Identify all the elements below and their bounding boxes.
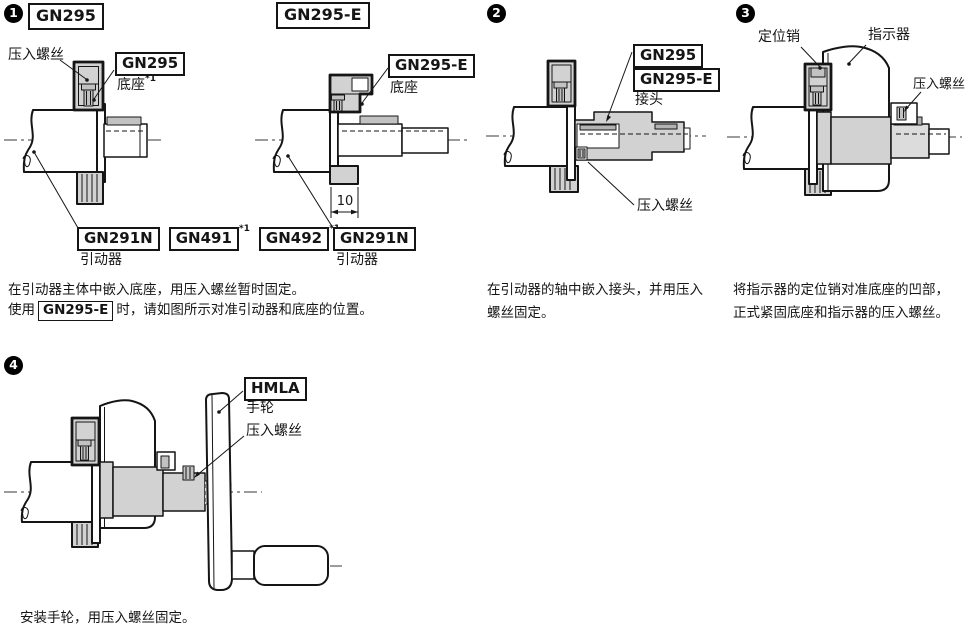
- handle-stub: [231, 550, 255, 580]
- leader-line: [33, 151, 79, 229]
- shaft-break-loop: [20, 498, 29, 520]
- shaft: [830, 116, 892, 165]
- handwheel-label: 手轮: [246, 400, 274, 416]
- flange: [566, 99, 576, 181]
- shaft-key: [106, 116, 142, 126]
- actuator-body: [272, 109, 331, 173]
- leader-line: [587, 161, 635, 206]
- shaft-break-loop: [272, 146, 281, 168]
- caption-text: 时，请如图所示对准引动器和底座的位置。: [116, 302, 373, 319]
- knurled-block: [76, 171, 104, 205]
- part-box-gn291n-e: GN291N: [333, 227, 416, 252]
- part-box-gn492: GN492*1: [258, 224, 340, 252]
- part-box-gn291n: GN291N: [77, 227, 160, 252]
- leader-line: [195, 435, 245, 477]
- actuator-body: [22, 109, 101, 173]
- flange: [91, 454, 101, 544]
- step2-caption-line2: 螺丝固定。: [487, 305, 555, 321]
- step4-drawing: [4, 390, 342, 591]
- actuator-body: [20, 461, 93, 523]
- actuator-body: [742, 106, 810, 170]
- leader-line: [361, 67, 389, 104]
- press-screw: [333, 99, 343, 112]
- press-screw-label: 压入螺丝: [637, 198, 693, 214]
- step3-caption-line1: 将指示器的定位销对准底座的凹部，: [733, 282, 949, 298]
- part-box-gn491: GN491*1: [168, 224, 250, 252]
- press-screw: [577, 148, 586, 159]
- positioning-pin-label: 定位销: [758, 29, 800, 45]
- flange: [808, 99, 818, 185]
- press-screw: [896, 106, 907, 121]
- indicator-label: 指示器: [868, 27, 910, 43]
- step1-header-gn295: GN295: [28, 3, 104, 31]
- actuator-label-e: 引动器: [336, 252, 378, 268]
- press-screw-head: [81, 83, 96, 91]
- positioning-pin: [810, 67, 826, 78]
- press-screw-head: [331, 94, 345, 101]
- step3-caption-line2: 正式紧固底座和指示器的压入螺丝。: [733, 305, 949, 321]
- callout-box-gn295: GN295: [115, 52, 186, 77]
- leader-line: [93, 69, 115, 100]
- handle-grip: [253, 545, 329, 586]
- press-screw-label: 压入螺丝: [913, 77, 966, 92]
- shaft-break-loop: [503, 142, 512, 164]
- press-screw: [182, 465, 195, 481]
- step2-caption-line1: 在引动器的轴中嵌入接头，并用压入: [487, 282, 703, 298]
- shaft-end: [401, 127, 449, 154]
- shaft-step: [890, 123, 930, 159]
- step2-number: 2: [487, 4, 506, 23]
- press-screw-label: 压入螺丝: [246, 423, 302, 439]
- step1-number: 1: [4, 4, 23, 23]
- caption-text: 使用: [8, 302, 35, 319]
- shaft-break-loop: [742, 143, 751, 165]
- step1-header-gn295e: GN295-E: [276, 2, 370, 30]
- callout-box-gn295-joint: GN295: [633, 44, 704, 69]
- step3-number: 3: [736, 4, 755, 23]
- step1-gn295-drawing: [4, 59, 163, 229]
- press-screw: [83, 89, 94, 107]
- joint-label: 接头: [635, 92, 663, 108]
- shaft-collar: [816, 111, 832, 165]
- base-label-e: 底座: [390, 80, 418, 96]
- step4-caption: 安装手轮，用压入螺丝固定。: [20, 610, 196, 626]
- leader-line: [848, 44, 867, 64]
- base-label: 底座*1: [117, 74, 156, 93]
- caption-part-box: GN295-E: [38, 301, 114, 321]
- shaft: [337, 123, 403, 157]
- callout-box-hmla: HMLA: [244, 377, 307, 402]
- leader-line: [606, 51, 633, 120]
- actuator-label: 引动器: [80, 252, 122, 268]
- step2-drawing: [486, 51, 706, 206]
- dimension-10: 10: [336, 194, 354, 209]
- shaft-key: [359, 115, 399, 125]
- shaft-break-loop: [22, 146, 31, 168]
- callout-box-gn295e: GN295-E: [388, 54, 475, 79]
- callout-box-gn295e-joint: GN295-E: [633, 68, 720, 93]
- leader-line: [59, 59, 87, 80]
- shaft: [103, 123, 148, 158]
- shaft-tip: [928, 128, 950, 155]
- step4-number: 4: [4, 356, 23, 375]
- bottom-flange-block: [329, 165, 359, 185]
- step1-caption-line1: 在引动器主体中嵌入底座，用压入螺丝暂时固定。: [8, 282, 305, 298]
- leader-line: [219, 390, 244, 412]
- step3-drawing: [727, 44, 962, 196]
- step1-gn295e-drawing: [255, 67, 468, 229]
- shaft: [112, 466, 164, 517]
- handwheel-plate: [205, 392, 233, 591]
- step1-caption-line2: 使用 GN295-E 时，请如图所示对准引动器和底座的位置。: [8, 301, 373, 321]
- shaft-collar: [99, 461, 114, 519]
- press-screw-label: 压入螺丝: [8, 47, 64, 63]
- leader-line: [800, 46, 821, 68]
- leader-line: [287, 155, 334, 229]
- actuator-part-boxes: GN291N GN491*1 GN492*1: [77, 224, 340, 252]
- actuator-body: [503, 106, 568, 167]
